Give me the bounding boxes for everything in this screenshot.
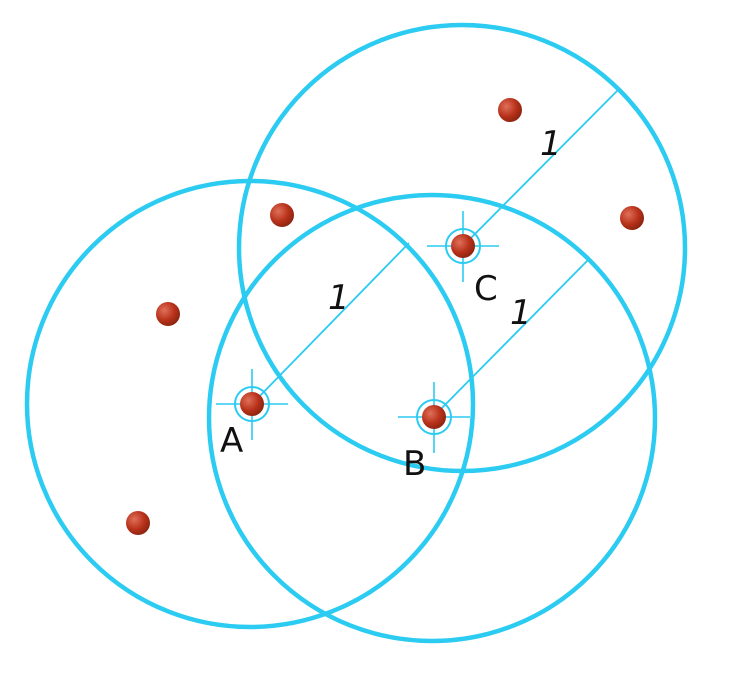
data-point xyxy=(620,206,644,230)
target-ring-icon xyxy=(416,399,452,435)
radius-label-b: 1 xyxy=(510,293,532,333)
data-point xyxy=(126,511,150,535)
radius-line-b xyxy=(433,257,591,417)
center-point-a xyxy=(216,369,288,440)
radius-line-a xyxy=(251,242,410,405)
radius-label-c: 1 xyxy=(540,124,562,164)
target-ring-icon xyxy=(234,386,270,422)
target-ring-icon xyxy=(445,228,481,264)
point-label-a: A xyxy=(220,421,243,461)
radius-label-a: 1 xyxy=(328,278,350,318)
data-point xyxy=(270,203,294,227)
center-point-c xyxy=(427,211,499,282)
center-point-b xyxy=(398,382,470,453)
data-point xyxy=(240,392,264,416)
data-point xyxy=(422,405,446,429)
circle-around-b xyxy=(206,192,658,644)
point-label-c: C xyxy=(474,269,498,309)
circle-around-c xyxy=(236,22,688,474)
data-point xyxy=(451,234,475,258)
radius-line-c xyxy=(462,88,620,247)
data-point xyxy=(156,302,180,326)
point-label-b: B xyxy=(403,444,426,484)
data-point xyxy=(498,98,522,122)
